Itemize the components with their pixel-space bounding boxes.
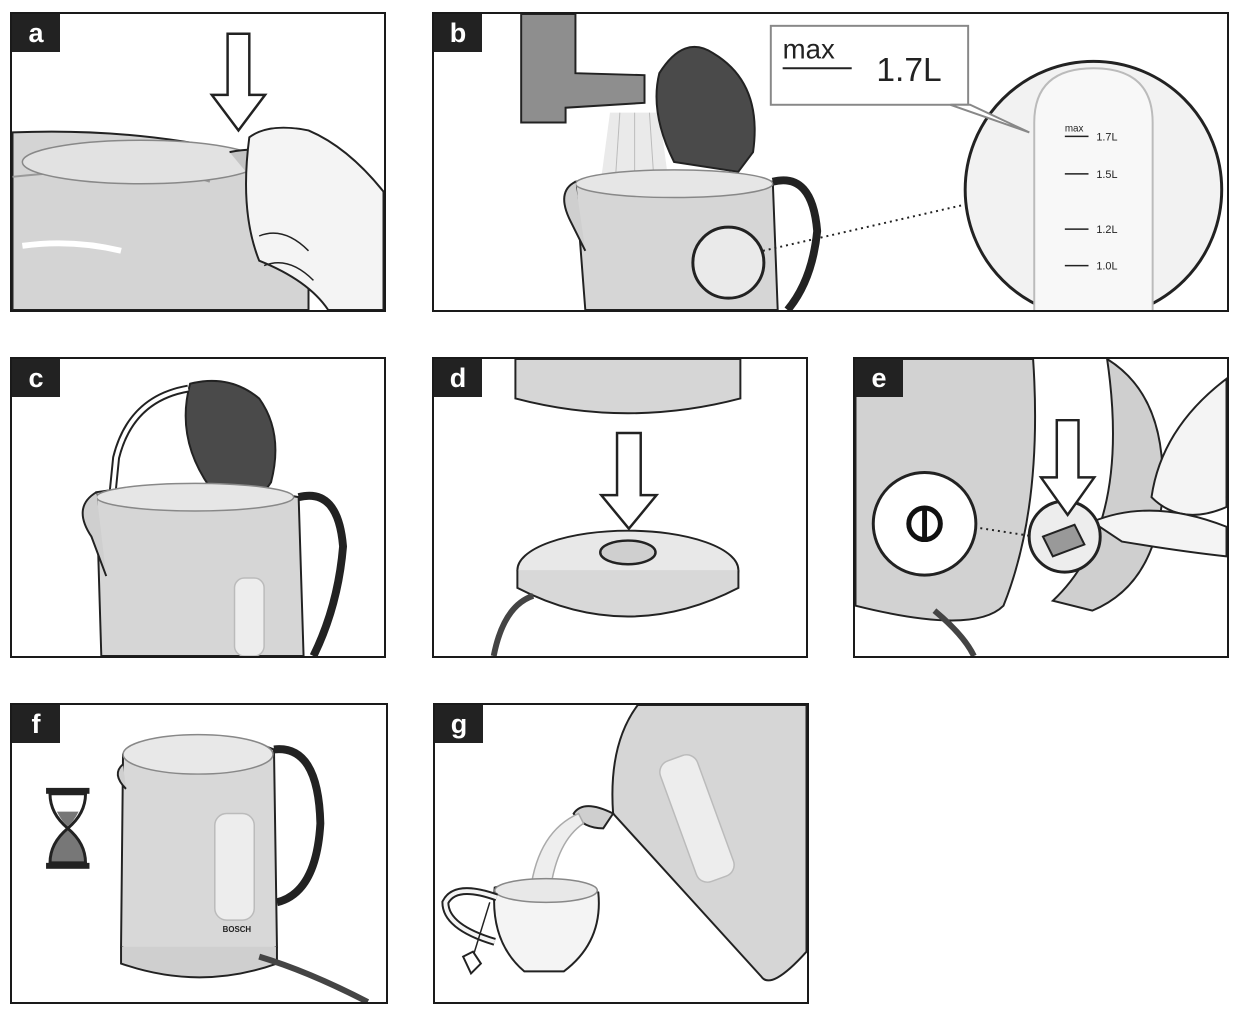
pour-water-illustration bbox=[441, 705, 807, 982]
close-lid-illustration bbox=[81, 379, 348, 656]
panel-label: g bbox=[435, 705, 483, 743]
boiling-wait-illustration: BOSCH bbox=[46, 733, 370, 1002]
hourglass-icon bbox=[46, 787, 90, 869]
place-on-base-illustration bbox=[490, 359, 742, 656]
panel-label: c bbox=[12, 359, 60, 397]
scale-max-word: max bbox=[1065, 123, 1084, 134]
down-arrow-icon bbox=[209, 32, 268, 133]
scale-mark-3: 1.2L bbox=[1096, 224, 1117, 236]
brand-label: BOSCH bbox=[223, 925, 252, 934]
panel-d: d bbox=[432, 357, 808, 658]
panel-label: b bbox=[434, 14, 482, 52]
panel-label: f bbox=[12, 705, 60, 743]
scale-mark-4: 1.0L bbox=[1096, 261, 1117, 273]
down-arrow-icon bbox=[598, 431, 660, 531]
power-symbol-icon bbox=[906, 505, 943, 543]
panel-g: g bbox=[433, 703, 809, 1004]
panel-label: a bbox=[12, 14, 60, 52]
press-lid-illustration bbox=[12, 32, 384, 310]
scale-mark-1: 1.7L bbox=[1096, 131, 1117, 143]
callout-max: max bbox=[783, 33, 835, 64]
panel-e: e bbox=[853, 357, 1229, 658]
panel-c: c bbox=[10, 357, 386, 658]
panel-label: e bbox=[855, 359, 903, 397]
panel-a: a bbox=[10, 12, 386, 312]
fill-kettle-illustration: max 1.7L max 1.7L 1.5L 1.2L 1.0L bbox=[520, 14, 1224, 310]
down-arrow-icon bbox=[1038, 418, 1097, 518]
switch-on-illustration bbox=[855, 359, 1227, 656]
callout-value: 1.7L bbox=[876, 52, 941, 89]
panel-b: b max 1.7L max 1.7L 1.5L 1.2L 1.0L bbox=[432, 12, 1229, 312]
panel-f: f BOSCH bbox=[10, 703, 388, 1004]
panel-label: d bbox=[434, 359, 482, 397]
scale-mark-2: 1.5L bbox=[1096, 169, 1117, 181]
